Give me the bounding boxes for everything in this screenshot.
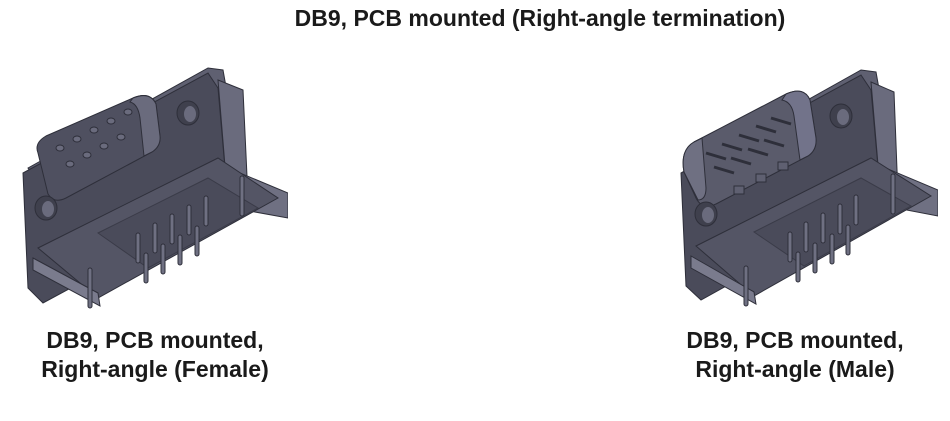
caption-line-1: DB9, PCB mounted, [686,327,904,353]
socket-holes [55,108,133,168]
db9-male-3d-render [680,69,938,307]
pin-base-squares [733,161,789,195]
mounting-holes [34,100,200,221]
pcb-pins [743,173,896,307]
caption-line-2: Right-angle (Male) [695,356,895,382]
male-connector-caption: DB9, PCB mounted, Right-angle (Male) [640,326,950,384]
caption-line-2: Right-angle (Female) [41,356,269,382]
female-connector-caption: DB9, PCB mounted, Right-angle (Female) [0,326,310,384]
db9-male-connector-image [676,60,938,318]
db9-female-3d-render [22,67,288,309]
male-contact-pins [705,116,792,175]
page-title: DB9, PCB mounted (Right-angle terminatio… [294,5,786,31]
pcb-pins [87,175,245,309]
caption-line-1: DB9, PCB mounted, [46,327,264,353]
db9-female-connector-image [18,58,288,318]
mounting-holes [694,103,853,227]
